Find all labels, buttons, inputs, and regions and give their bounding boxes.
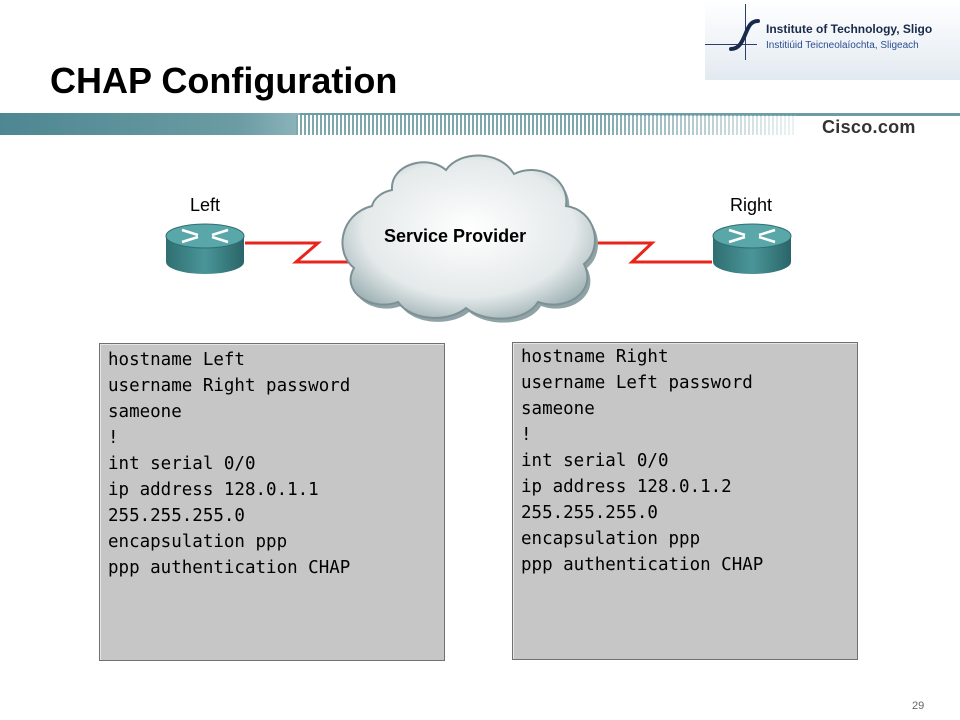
config-line: hostname Right: [521, 347, 669, 367]
config-line: !: [521, 425, 532, 445]
band-solid: [0, 113, 300, 135]
config-line: int serial 0/0: [108, 454, 256, 474]
network-diagram: [165, 154, 792, 323]
left-config-box: hostname Left username Right password sa…: [99, 343, 445, 661]
config-line: !: [108, 428, 119, 448]
slide-title: CHAP Configuration: [50, 60, 398, 101]
right-router-label: Right: [730, 195, 773, 215]
config-line: 255.255.255.0: [108, 506, 245, 526]
config-line: username Right password: [108, 376, 351, 396]
config-line: ip address 128.0.1.1: [108, 480, 319, 500]
cloud-label: Service Provider: [384, 226, 527, 246]
config-line: hostname Left: [108, 350, 245, 370]
config-line: ip address 128.0.1.2: [521, 477, 732, 497]
institute-name: Institute of Technology, Sligo: [766, 22, 933, 36]
institute-logo-icon: [729, 19, 760, 51]
header-band: [0, 113, 960, 135]
left-router-label: Left: [190, 195, 221, 215]
band-top-line: [300, 113, 960, 116]
config-line: encapsulation ppp: [521, 529, 701, 549]
config-line: encapsulation ppp: [108, 532, 288, 552]
institute-name-irish: Institiúid Teicneolaíochta, Sligeach: [766, 40, 919, 51]
config-line: ppp authentication CHAP: [521, 555, 764, 575]
logo-divider: [705, 44, 757, 45]
config-line: ppp authentication CHAP: [108, 558, 351, 578]
institute-logo: [705, 0, 960, 80]
serial-link-right: [590, 241, 712, 264]
serial-link-left: [245, 241, 365, 264]
config-line: sameone: [108, 402, 182, 422]
page-number: 29: [912, 700, 925, 712]
right-config-box: hostname Right username Left password sa…: [512, 342, 858, 660]
config-line: sameone: [521, 399, 595, 419]
right-router-icon: [712, 223, 792, 274]
config-line: username Left password: [521, 373, 753, 393]
left-router-icon: [165, 223, 245, 274]
config-line: 255.255.255.0: [521, 503, 658, 523]
config-line: int serial 0/0: [521, 451, 669, 471]
band-stripes: [296, 115, 796, 135]
cisco-logo: Cisco.com: [822, 117, 916, 137]
service-provider-cloud: [341, 154, 599, 323]
